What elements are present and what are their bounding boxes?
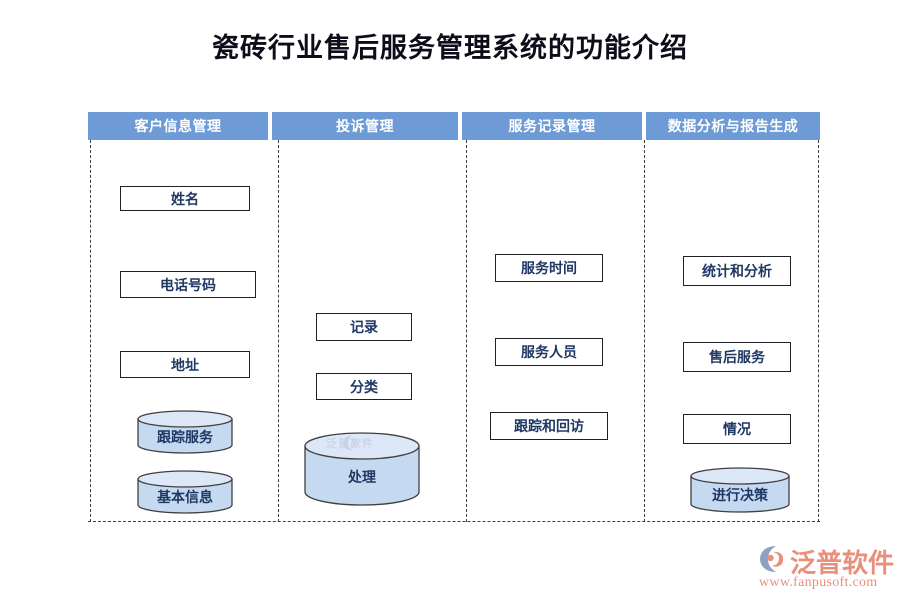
column-divider-2 (278, 140, 279, 522)
fanpu-swoosh-icon (757, 545, 787, 578)
column-header-4[interactable]: 数据分析与报告生成 (646, 112, 820, 140)
node-box[interactable]: 售后服务 (683, 342, 791, 372)
node-cylinder-label: 基本信息 (157, 489, 213, 505)
page-title: 瓷砖行业售后服务管理系统的功能介绍 (212, 33, 688, 63)
node-cylinder-label: 进行决策 (712, 487, 768, 503)
node-box[interactable]: 电话号码 (120, 271, 256, 298)
column-header-2[interactable]: 投诉管理 (272, 112, 458, 140)
column-body-area: 姓名电话号码地址跟踪服务基本信息 记录分类处理泛普软件 服务时间服务人员跟踪和回访 统… (88, 140, 820, 522)
column-divider-3 (466, 140, 467, 522)
node-cylinder[interactable]: 跟踪服务 (137, 410, 233, 454)
node-box[interactable]: 记录 (316, 313, 412, 341)
node-box[interactable]: 服务人员 (495, 338, 603, 366)
node-box[interactable]: 地址 (120, 351, 250, 378)
node-box[interactable]: 情况 (683, 414, 791, 444)
node-box[interactable]: 分类 (316, 373, 412, 400)
node-cylinder-label: 跟踪服务 (157, 429, 213, 445)
node-box[interactable]: 统计和分析 (683, 256, 791, 286)
column-divider-4 (644, 140, 645, 522)
node-cylinder[interactable]: 进行决策 (690, 467, 790, 513)
node-cylinder-label: 处理 (348, 468, 376, 485)
node-box[interactable]: 跟踪和回访 (490, 412, 608, 440)
column-header-1[interactable]: 客户信息管理 (88, 112, 268, 140)
column-header-row: 客户信息管理投诉管理服务记录管理数据分析与报告生成 (88, 112, 820, 140)
node-cylinder[interactable]: 基本信息 (137, 470, 233, 514)
column-divider-1 (90, 140, 91, 522)
column-divider-5 (818, 140, 819, 522)
brand-mark-row: 泛普软件 (757, 543, 894, 580)
node-box[interactable]: 服务时间 (495, 254, 603, 282)
brand-logo: 泛普软件 www.fanpusoft.com (757, 543, 897, 595)
column-header-3[interactable]: 服务记录管理 (462, 112, 642, 140)
brand-url: www.fanpusoft.com (759, 575, 878, 590)
brand-name: 泛普软件 (790, 548, 895, 578)
diagram-bottom-divider (88, 521, 820, 522)
node-box[interactable]: 姓名 (120, 186, 250, 211)
functional-diagram: 客户信息管理投诉管理服务记录管理数据分析与报告生成 姓名电话号码地址跟踪服务基本… (88, 112, 820, 522)
node-cylinder[interactable]: 处理泛普软件 (304, 432, 420, 506)
